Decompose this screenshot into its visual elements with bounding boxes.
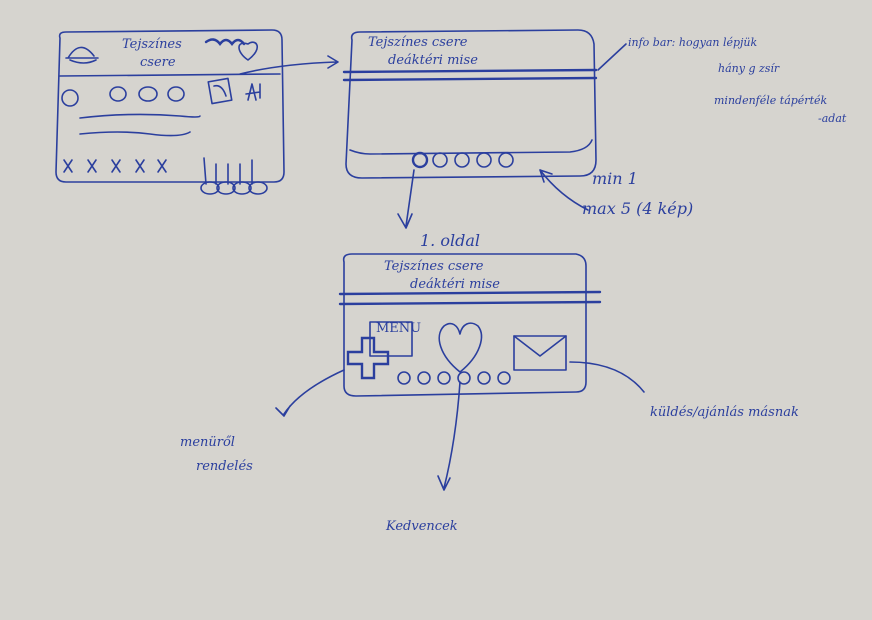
arrow	[569, 361, 645, 393]
sketch-1-title-line2: csere	[140, 55, 176, 70]
bar-stack	[200, 157, 268, 195]
menu-order-label-line2: rendelés	[196, 459, 253, 474]
tree-icon	[245, 83, 261, 101]
circle-icon	[167, 86, 185, 102]
envelope-icon	[513, 335, 567, 371]
text-line	[79, 113, 201, 119]
circle-icon	[61, 89, 79, 107]
info-bar-line	[342, 76, 598, 82]
arrow	[397, 169, 415, 229]
x-marks	[63, 159, 167, 173]
header-line	[338, 290, 602, 296]
sketch-1-title-line1: Tejszínes	[122, 37, 182, 52]
arrow	[275, 369, 345, 417]
heart-icon	[438, 322, 483, 373]
info-bar-line	[342, 68, 598, 74]
arrow	[437, 381, 461, 491]
photo-icon	[207, 77, 233, 105]
sketch-1-screen: Tejszínes csere	[55, 29, 285, 195]
sketch-3-title-line1: Tejszínes csere	[384, 259, 484, 274]
pager-dots	[411, 151, 514, 169]
text-line	[79, 131, 191, 137]
info-bar-note-line4: -adat	[818, 112, 847, 125]
circle-icon	[138, 86, 158, 102]
max-label: max 5 (4 kép)	[582, 199, 693, 218]
sketch-1-header-line	[59, 73, 281, 77]
min-label: min 1	[592, 169, 638, 188]
scribble-mark	[204, 38, 246, 46]
logo-icon	[65, 46, 99, 64]
sketch-3-screen: Tejszínes csere deáktéri mise MENU	[338, 253, 602, 397]
arrow	[539, 169, 589, 211]
sketch-2-title-line2: deáktéri mise	[388, 53, 478, 68]
plus-icon	[346, 336, 390, 380]
sketch-2-frame	[345, 29, 597, 179]
arrow	[597, 43, 627, 71]
curve-line	[349, 139, 593, 155]
sketch-2-title-line1: Tejszínes csere	[368, 35, 468, 50]
info-bar-note-line3: mindenféle tápérték	[714, 94, 827, 107]
info-bar-note-line1: info bar: hogyan lépjük	[628, 36, 758, 49]
arrow	[239, 55, 339, 75]
pager-dots	[397, 371, 511, 385]
heart-icon	[238, 41, 258, 61]
circle-icon	[109, 86, 127, 102]
sketch-3-frame	[342, 253, 587, 397]
header-line	[338, 300, 602, 306]
info-bar-note-line2: hány g zsír	[718, 62, 780, 75]
page-label: 1. oldal	[420, 231, 480, 250]
menu-label: MENU	[376, 321, 421, 336]
menu-order-label-line1: menüről	[180, 435, 235, 450]
send-recommend-label: küldés/ajánlás másnak	[650, 405, 799, 420]
sketch-3-title-line2: deáktéri mise	[410, 277, 500, 292]
favorites-label: Kedvencek	[385, 519, 458, 534]
sketch-2-screen: Tejszínes csere deáktéri mise	[342, 29, 598, 179]
sketch-1-frame	[55, 29, 285, 183]
